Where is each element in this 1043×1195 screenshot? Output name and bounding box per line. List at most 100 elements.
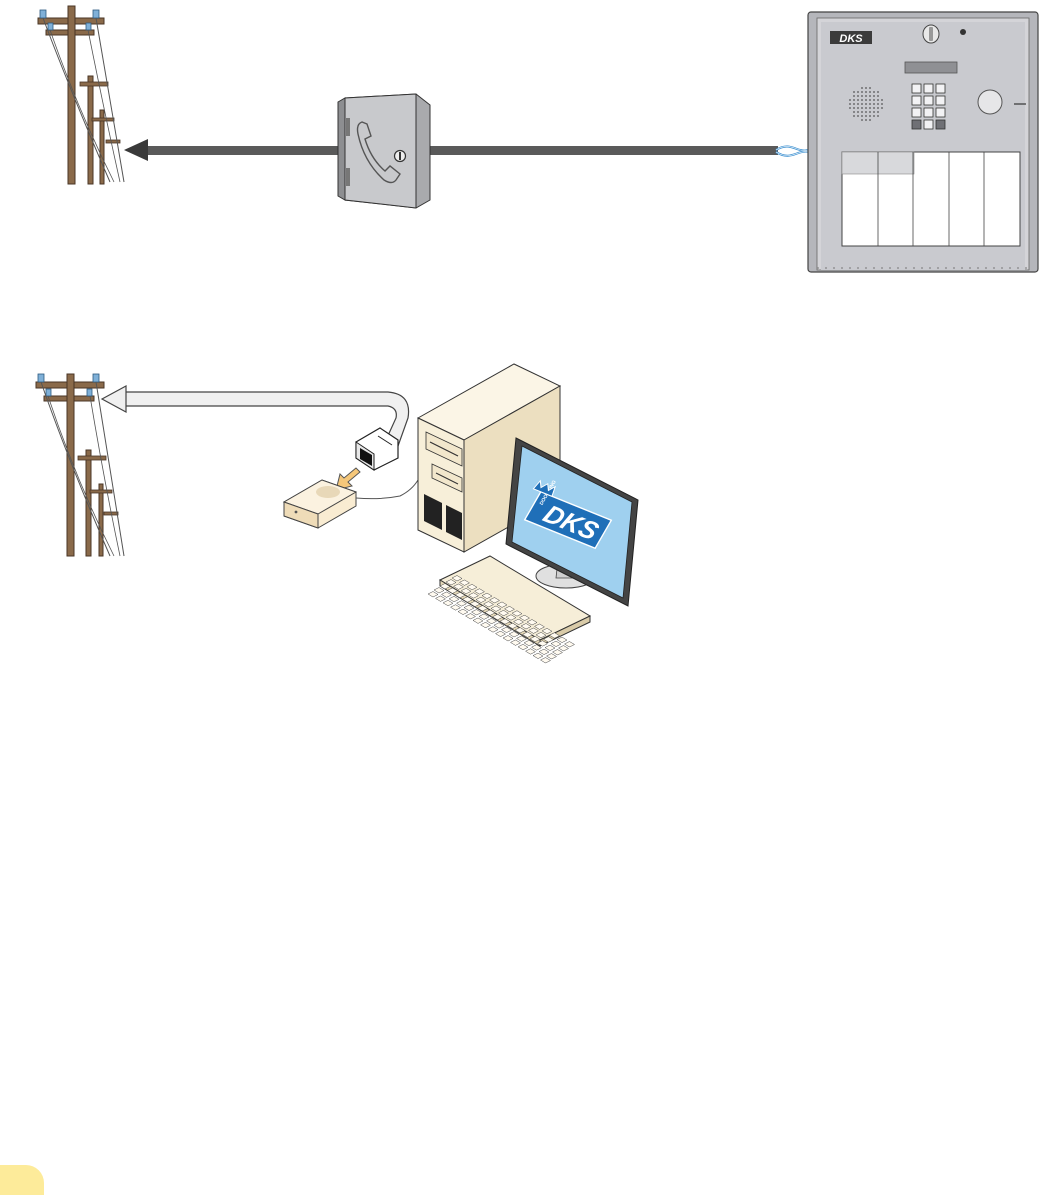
speaker-hole	[877, 91, 879, 93]
directory-window	[842, 152, 1020, 246]
speaker-hole	[877, 111, 879, 113]
speaker-hole	[869, 91, 871, 93]
speaker-hole	[873, 95, 875, 97]
speaker-hole	[853, 107, 855, 109]
speaker-hole	[849, 107, 851, 109]
keypad-key	[912, 96, 921, 105]
speaker-hole	[861, 99, 863, 101]
keyboard-key	[466, 614, 476, 620]
speaker-hole	[861, 87, 863, 89]
keyboard-key	[481, 622, 491, 628]
speaker-hole	[849, 99, 851, 101]
keypad-key	[936, 108, 945, 117]
speaker-hole	[873, 103, 875, 105]
keyboard-key	[559, 646, 569, 652]
keyboard-key	[539, 649, 549, 655]
speaker-hole	[877, 115, 879, 117]
speaker-hole	[869, 107, 871, 109]
speaker-hole	[857, 99, 859, 101]
speaker-hole	[869, 95, 871, 97]
keypad-key	[924, 120, 933, 129]
keypad-key	[912, 120, 921, 129]
speaker-hole	[861, 91, 863, 93]
lock-icon	[395, 151, 406, 162]
speaker-hole	[865, 119, 867, 121]
keyboard-key	[551, 641, 561, 647]
keyboard-key	[436, 596, 446, 602]
speaker-hole	[873, 99, 875, 101]
keypad-key	[924, 108, 933, 117]
keyboard-key	[488, 627, 498, 633]
speaker-hole	[861, 119, 863, 121]
speaker-hole	[869, 115, 871, 117]
speaker-hole	[853, 103, 855, 105]
keyboard-key	[496, 631, 506, 637]
speaker-hole	[857, 111, 859, 113]
speaker-hole	[861, 95, 863, 97]
keyboard-key	[565, 642, 575, 648]
dks-logo: DKS	[830, 31, 872, 45]
speaker-hole	[881, 107, 883, 109]
phone-cable-arrow	[102, 386, 409, 446]
keyboard-key	[526, 649, 536, 655]
speaker-hole	[881, 103, 883, 105]
speaker-hole	[865, 87, 867, 89]
speaker-hole	[877, 107, 879, 109]
speaker-hole	[869, 87, 871, 89]
speaker-hole	[869, 99, 871, 101]
keyboard-key	[503, 636, 513, 642]
keyboard-key	[553, 650, 563, 656]
speaker-hole	[877, 99, 879, 101]
telephone-box-icon	[338, 94, 430, 208]
speaker-hole	[865, 95, 867, 97]
speaker-hole	[865, 107, 867, 109]
speaker-grill-icon	[849, 87, 883, 121]
status-led	[960, 29, 966, 35]
keyboard-key	[442, 592, 452, 598]
speaker-hole	[853, 99, 855, 101]
keypad-key	[936, 96, 945, 105]
speaker-hole	[873, 111, 875, 113]
speaker-hole	[865, 99, 867, 101]
keyboard-key	[449, 596, 459, 602]
speaker-hole	[873, 107, 875, 109]
keyboard-key	[511, 640, 521, 646]
keypad-key	[936, 120, 945, 129]
keyboard-key	[557, 637, 567, 643]
keyboard-key	[443, 600, 453, 606]
keyboard-key	[533, 653, 543, 659]
keypad-key	[912, 108, 921, 117]
speaker-hole	[865, 115, 867, 117]
speaker-hole	[881, 99, 883, 101]
keyboard-key	[541, 658, 551, 664]
keyboard-key	[545, 645, 555, 651]
keyboard-key	[434, 588, 444, 594]
keyboard-key	[547, 654, 557, 660]
telephone-pole-icon	[38, 6, 124, 184]
call-button	[978, 90, 1002, 114]
speaker-hole	[853, 95, 855, 97]
speaker-hole	[869, 119, 871, 121]
keypad-key	[936, 84, 945, 93]
panel-logo-text: DKS	[839, 33, 863, 45]
speaker-hole	[873, 91, 875, 93]
speaker-hole	[869, 103, 871, 105]
speaker-hole	[857, 115, 859, 117]
keyboard-key	[451, 605, 461, 611]
speaker-hole	[865, 111, 867, 113]
speaker-hole	[857, 91, 859, 93]
speaker-hole	[861, 115, 863, 117]
speaker-hole	[857, 107, 859, 109]
keyboard-key	[473, 618, 483, 624]
keyboard-key	[428, 592, 438, 598]
speaker-hole	[861, 103, 863, 105]
display-window	[905, 62, 957, 73]
speaker-hole	[877, 95, 879, 97]
speaker-hole	[865, 103, 867, 105]
speaker-hole	[861, 107, 863, 109]
keypad-key	[924, 84, 933, 93]
key-lock-icon	[923, 25, 939, 43]
telephone-line-arrow	[124, 139, 778, 161]
top-scene: DKS	[38, 6, 1038, 272]
